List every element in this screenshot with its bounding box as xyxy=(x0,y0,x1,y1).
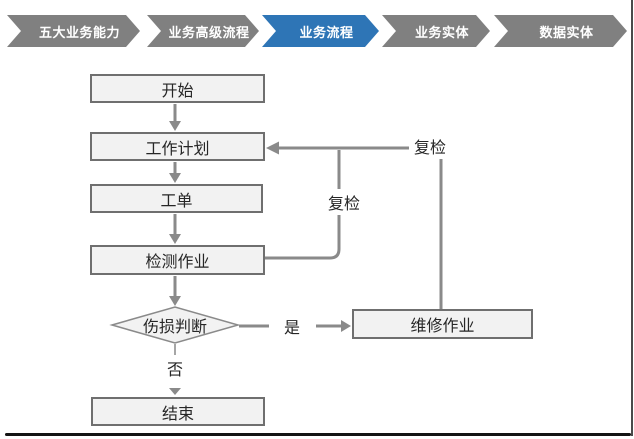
flow-node-end: 结束 xyxy=(91,397,265,426)
flow-node-inspection-job: 检测作业 xyxy=(90,245,265,275)
edge-label-recheck-repair: 复检 xyxy=(408,133,452,159)
page-right-border-line xyxy=(631,0,633,436)
edge-label-no: 否 xyxy=(161,355,189,381)
arrowhead-recheck-into-plan xyxy=(266,141,279,155)
flow-node-damage-decision-label: 伤损判断 xyxy=(142,319,207,336)
tab-business-process-active[interactable]: 业务流程 xyxy=(262,15,379,47)
tab-business-entity[interactable]: 业务实体 xyxy=(382,15,490,47)
arrowhead-into-repair xyxy=(341,320,351,332)
page-bottom-border-line xyxy=(5,433,631,436)
edge-label-yes: 是 xyxy=(278,313,306,339)
edge-label-recheck-inspect: 复检 xyxy=(322,189,366,215)
tab-five-business-capabilities[interactable]: 五大业务能力 xyxy=(7,15,140,47)
flow-node-work-plan: 工作计划 xyxy=(90,132,265,161)
tab-data-entity[interactable]: 数据实体 xyxy=(494,15,627,47)
flow-node-start: 开始 xyxy=(90,74,265,103)
arrowhead-into-end xyxy=(169,388,181,395)
edge-repair-recheck-to-plan xyxy=(270,146,443,309)
tab-business-highlevel-process[interactable]: 业务高级流程 xyxy=(147,15,259,47)
flow-node-repair-job: 维修作业 xyxy=(352,309,533,339)
arrowhead-into-plan-top xyxy=(169,121,181,131)
arrowhead-into-decision xyxy=(169,296,181,306)
edge-inspect-recheck-branch xyxy=(265,150,341,260)
arrowhead-into-order xyxy=(169,173,181,183)
flow-node-work-order: 工单 xyxy=(90,184,263,213)
decision-diamond-shape xyxy=(109,306,241,344)
arrowhead-into-inspect xyxy=(169,234,181,244)
